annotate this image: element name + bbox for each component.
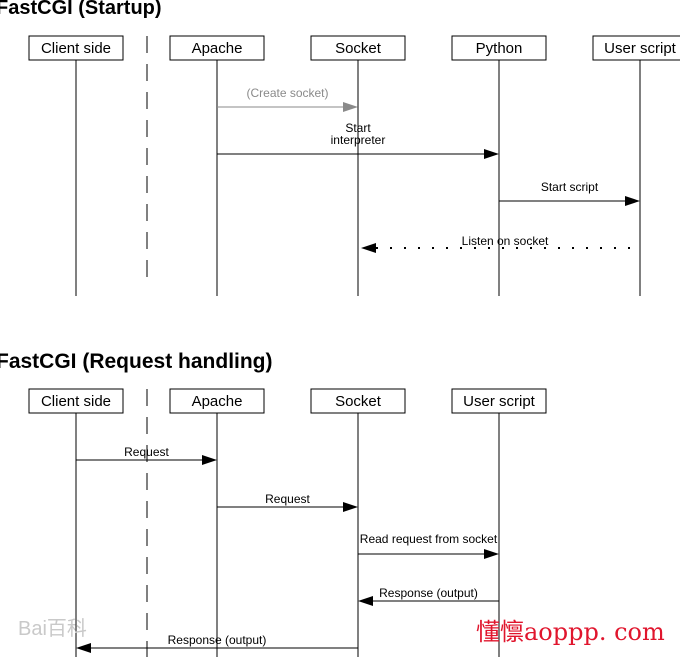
lane-box	[28, 35, 124, 61]
message-label: Start	[345, 121, 371, 135]
lane: Client side	[28, 388, 124, 657]
message-label: Start script	[541, 180, 599, 194]
lane-box	[310, 35, 406, 61]
lane: Apache	[169, 35, 265, 296]
arrow-head	[484, 149, 499, 159]
section-title: FastCGI (Startup)	[0, 0, 162, 19]
message-label: Request	[124, 445, 169, 459]
lane: Client side	[28, 35, 124, 296]
message-arrow: Request	[217, 492, 358, 512]
lane: User script	[592, 35, 680, 296]
message-label: Listen on socket	[462, 234, 549, 248]
message-arrow: Start script	[499, 180, 640, 206]
arrow-head	[484, 549, 499, 559]
lane-box	[592, 35, 680, 61]
lane: Socket	[310, 35, 406, 296]
arrow-head	[625, 196, 640, 206]
message-arrow: Listen on socket	[361, 234, 630, 253]
request-handling-section: FastCGI (Request handling) Client side Apa…	[0, 350, 547, 657]
lane-box	[169, 388, 265, 414]
message-label: Response (output)	[379, 586, 478, 600]
arrow-head	[76, 643, 91, 653]
arrow-head	[202, 455, 217, 465]
lane-label: Socket	[335, 40, 382, 57]
lane: Python	[451, 35, 547, 296]
arrow-head	[358, 596, 373, 606]
lane-label: Client side	[41, 393, 111, 410]
lane-label: Socket	[335, 393, 382, 410]
lane-label: Python	[476, 40, 523, 57]
message-label: Request	[265, 492, 310, 506]
message-arrow: Response (output)	[76, 633, 358, 653]
lane-box	[169, 35, 265, 61]
message-label: Response (output)	[168, 633, 267, 647]
message-arrow: Response (output)	[358, 586, 499, 606]
lane-box	[451, 35, 547, 61]
lane-box	[310, 388, 406, 414]
lane-box	[28, 388, 124, 414]
arrow-head	[343, 502, 358, 512]
message-label: Read request from socket	[360, 532, 498, 546]
message-label: (Create socket)	[246, 86, 328, 100]
arrow-head	[343, 102, 358, 112]
message-arrow: Read request from socket	[358, 532, 499, 559]
lane: User script	[451, 388, 547, 657]
startup-section: FastCGI (Startup) Client side Apache Socket…	[0, 0, 680, 296]
lane-label: User script	[604, 40, 677, 57]
message-arrow: (Create socket)	[217, 86, 358, 112]
lane-label: Client side	[41, 40, 111, 57]
lane-box	[451, 388, 547, 414]
watermarks: Bai百科 懂懔aoppp. com	[18, 617, 665, 646]
site-watermark: 懂懔aoppp. com	[476, 618, 665, 646]
lane-label: User script	[463, 393, 536, 410]
section-title: FastCGI (Request handling)	[0, 350, 273, 373]
lane-label: Apache	[192, 393, 243, 410]
baidu-watermark: Bai百科	[18, 617, 87, 640]
message-label: interpreter	[331, 133, 386, 147]
message-arrow: Request	[76, 445, 217, 465]
lane: Apache	[169, 388, 265, 657]
lane: Socket	[310, 388, 406, 657]
lane-label: Apache	[192, 40, 243, 57]
arrow-head	[361, 243, 376, 253]
